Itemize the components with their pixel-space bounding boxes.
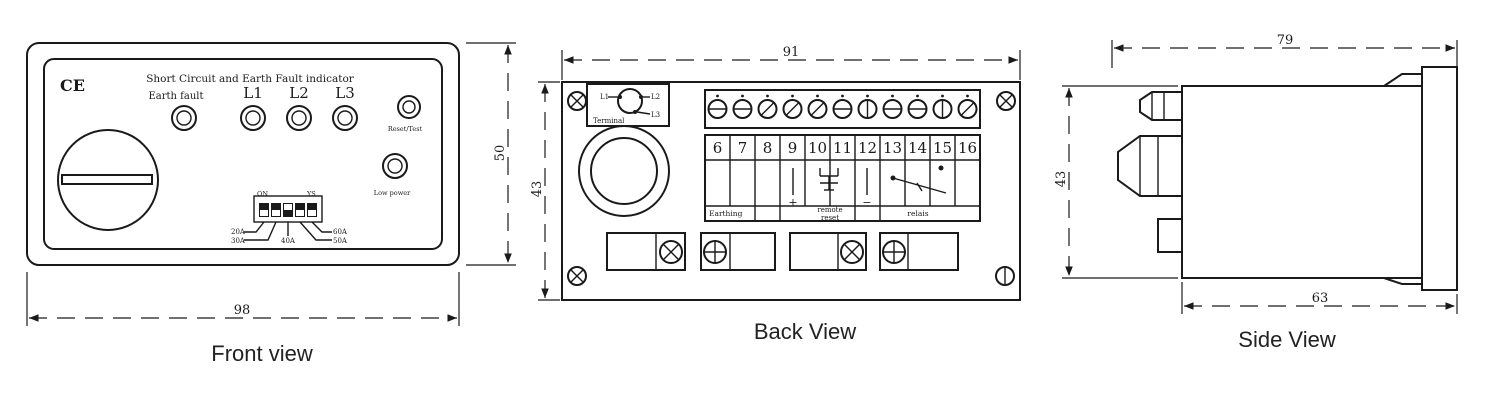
front-view-caption: Front view — [211, 341, 313, 366]
back-height-dimension: 43 — [530, 181, 545, 198]
back-outer-frame — [561, 81, 1021, 301]
terminal-number: 14 — [908, 139, 927, 157]
round-window-icon — [578, 125, 670, 217]
side-connector-upper-icon — [1139, 91, 1183, 121]
dip-ys-label: YS — [306, 190, 316, 198]
corner-screw-icon — [996, 91, 1016, 111]
back-width-dimension: 91 — [783, 45, 800, 60]
terminal-number: 9 — [788, 139, 798, 157]
a50-label: 50A — [333, 237, 348, 245]
terminal-number: 6 — [713, 139, 723, 157]
terminal-screw-strip — [704, 89, 981, 129]
terminal-number: 15 — [933, 139, 952, 157]
terminal-l3-label: L3 — [651, 111, 660, 119]
side-view-caption: Side View — [1238, 327, 1336, 352]
dip-switch-icon: ON YS — [244, 190, 332, 241]
terminal-screw-icon — [907, 94, 928, 119]
terminal-number: 10 — [808, 139, 827, 157]
low-power-label: Low power — [374, 189, 411, 197]
side-front-bezel — [1421, 66, 1458, 291]
terminal-screw-icon — [932, 94, 953, 119]
l3-label: L3 — [335, 84, 355, 102]
earth-fault-label: Earth fault — [149, 91, 204, 102]
terminal-number: 12 — [858, 139, 877, 157]
l2-led-icon — [286, 105, 312, 131]
a60-label: 60A — [333, 228, 348, 236]
corner-screw-icon — [995, 266, 1015, 286]
front-height-dimension: 50 — [493, 145, 508, 162]
side-width-dimension: 79 — [1277, 33, 1294, 48]
bottom-connector-3 — [789, 232, 867, 271]
side-height-dimension: 43 — [1054, 171, 1069, 188]
side-clip-bottom — [1383, 277, 1423, 285]
terminal-number: 7 — [738, 139, 748, 157]
earth-fault-led-icon — [171, 105, 197, 131]
terminal-screw-icon — [857, 94, 878, 119]
l3-led-icon — [332, 105, 358, 131]
terminal-screw-icon — [782, 94, 803, 119]
front-inner-frame — [43, 58, 443, 250]
bottom-connector-4 — [879, 232, 959, 271]
bottom-connector-2 — [700, 232, 776, 271]
low-power-led-icon — [382, 153, 408, 179]
push-button-symbol — [819, 168, 839, 191]
terminal-screw-icon — [707, 94, 728, 119]
terminal-label: Terminal — [593, 117, 625, 125]
plus-label: + — [788, 196, 797, 209]
earthing-label: Earthing — [709, 209, 743, 218]
terminal-screw-icon — [832, 94, 853, 119]
front-view: CE Short Circuit and Earth Fault indicat… — [26, 42, 516, 366]
terminal-screw-icon — [807, 94, 828, 119]
a40-label: 40A — [281, 237, 296, 245]
reset-test-label: Reset/Test — [388, 125, 423, 133]
back-view-caption: Back View — [754, 319, 856, 344]
numbered-terminal-block — [704, 134, 981, 222]
front-width-dimension: 98 — [234, 303, 251, 318]
terminal-number: 13 — [883, 139, 902, 157]
terminal-number: 16 — [958, 139, 977, 157]
terminal-screw-icon — [957, 94, 978, 119]
terminal-l2-label: L2 — [651, 93, 660, 101]
terminal-number: 8 — [763, 139, 773, 157]
a20-label: 20A — [231, 228, 246, 236]
terminal-number: 11 — [833, 139, 852, 157]
side-clip-top — [1380, 73, 1423, 87]
relais-label: relais — [907, 209, 928, 218]
ce-mark: CE — [60, 76, 85, 95]
side-terminal-stub — [1157, 218, 1183, 253]
terminal-l1-label: L1 — [600, 93, 609, 101]
relay-contact-symbol — [890, 165, 947, 194]
side-connector-lower-icon — [1117, 135, 1183, 197]
rotary-knob-icon — [57, 129, 159, 231]
side-housing — [1181, 85, 1423, 279]
reset-label: reset — [821, 214, 839, 222]
side-view: 79 43 63 Side View — [1054, 32, 1458, 352]
l2-label: L2 — [289, 84, 309, 102]
terminal-screw-icon — [882, 94, 903, 119]
side-depth-dimension: 63 — [1312, 291, 1329, 306]
corner-screw-icon — [567, 91, 587, 111]
minus-label: − — [862, 196, 871, 209]
remote-label: remote — [817, 206, 842, 214]
front-outer-frame — [26, 42, 460, 266]
terminal-screw-icon — [757, 94, 778, 119]
front-title: Short Circuit and Earth Fault indicator — [146, 73, 355, 85]
l1-label: L1 — [243, 84, 263, 102]
a30-label: 30A — [231, 237, 246, 245]
terminal-screw-icon — [732, 94, 753, 119]
l1-led-icon — [240, 105, 266, 131]
corner-screw-icon — [567, 266, 587, 286]
reset-test-button-icon — [397, 95, 421, 119]
bottom-connector-1 — [606, 232, 686, 271]
dip-on-label: ON — [257, 190, 268, 198]
